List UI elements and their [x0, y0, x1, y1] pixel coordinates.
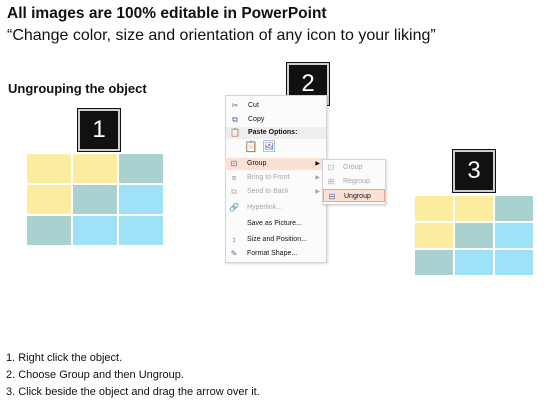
menu-item-label: Cut: [248, 102, 259, 109]
ungroup-icon: ⊟: [328, 192, 336, 201]
submenu-item-group[interactable]: ⊡ Group: [323, 161, 385, 174]
format-shape-icon: ✎: [230, 249, 238, 258]
clipboard-icon: 📋: [230, 128, 240, 137]
grid-cell[interactable]: [72, 215, 118, 246]
menu-item-label: Size and Position...: [247, 236, 307, 243]
paste-keep-formatting-icon[interactable]: 📋: [244, 141, 258, 153]
menu-item-label: Send to Back: [247, 188, 289, 195]
menu-item-send-to-back[interactable]: ⧉ Send to Back ▶: [225, 186, 325, 198]
menu-item-bring-to-front[interactable]: ⧈ Bring to Front ▶: [225, 172, 325, 184]
menu-item-size-and-position[interactable]: ↕ Size and Position...: [225, 234, 325, 246]
step-badge-3: 3: [453, 150, 495, 192]
grid-cell[interactable]: [118, 153, 164, 184]
list-item: 1. Right click the object.: [6, 352, 123, 364]
menu-item-save-as-picture[interactable]: Save as Picture...: [225, 218, 325, 230]
menu-item-label: Hyperlink...: [247, 204, 283, 211]
hyperlink-icon: 🔗: [229, 203, 239, 212]
grid-cell[interactable]: [494, 195, 534, 222]
grid-cell[interactable]: [414, 222, 454, 249]
menu-item-label: Format Shape...: [247, 250, 298, 257]
list-item: 3. Click beside the object and drag the …: [6, 386, 260, 398]
menu-item-hyperlink[interactable]: 🔗 Hyperlink...: [225, 202, 325, 214]
grid-cell[interactable]: [72, 153, 118, 184]
grid-cell[interactable]: [454, 195, 494, 222]
grouped-object-grid[interactable]: [26, 153, 164, 246]
menu-item-label: Paste Options:: [248, 129, 298, 136]
grid-cell[interactable]: [454, 222, 494, 249]
submenu-item-ungroup[interactable]: ⊟ Ungroup: [323, 189, 385, 202]
instruction-steps: 1. Right click the object. 2. Choose Gro…: [6, 350, 260, 401]
scissors-icon: ✂: [231, 101, 239, 110]
menu-item-cut[interactable]: ✂ Cut: [226, 100, 326, 112]
group-icon: ⊡: [327, 163, 335, 172]
grid-cell[interactable]: [494, 249, 534, 276]
ungrouped-object-grid[interactable]: [414, 195, 534, 276]
size-position-icon: ↕: [232, 235, 236, 244]
menu-item-label: Bring to Front: [247, 174, 290, 181]
group-icon: ⊡: [230, 159, 238, 168]
grid-cell[interactable]: [26, 215, 72, 246]
section-title: Ungrouping the object: [8, 81, 147, 96]
grid-cell[interactable]: [72, 184, 118, 215]
page-title: All images are 100% editable in PowerPoi…: [7, 5, 327, 22]
submenu-item-regroup[interactable]: ⊞ Regroup: [323, 175, 385, 188]
submenu-item-label: Group: [343, 164, 363, 171]
step-badge-1: 1: [78, 109, 120, 151]
grid-cell[interactable]: [414, 195, 454, 222]
menu-item-label: Copy: [248, 116, 265, 123]
chevron-right-icon: ▶: [315, 189, 320, 195]
submenu-item-label: Regroup: [343, 178, 370, 185]
grid-cell[interactable]: [494, 222, 534, 249]
menu-header-paste-options: 📋 Paste Options:: [226, 127, 326, 139]
context-menu: ✂ Cut ⧉ Copy 📋 Paste Options:: [225, 95, 327, 263]
paste-picture-icon[interactable]: 🖼: [262, 141, 276, 153]
submenu-item-label: Ungroup: [344, 193, 371, 200]
menu-item-label: Group: [247, 160, 267, 167]
list-item: 2. Choose Group and then Ungroup.: [6, 369, 184, 381]
menu-item-format-shape[interactable]: ✎ Format Shape...: [225, 248, 325, 260]
menu-item-group[interactable]: ⊡ Group ▶: [225, 158, 325, 170]
grid-cell[interactable]: [414, 249, 454, 276]
page-subtitle: “Change color, size and orientation of a…: [7, 27, 436, 44]
chevron-right-icon: ▶: [315, 161, 320, 167]
grid-cell[interactable]: [26, 184, 72, 215]
menu-item-label: Save as Picture...: [247, 220, 302, 227]
bring-to-front-icon: ⧈: [231, 173, 237, 182]
grid-cell[interactable]: [454, 249, 494, 276]
chevron-right-icon: ▶: [315, 175, 320, 181]
grid-cell[interactable]: [118, 184, 164, 215]
group-submenu: ⊡ Group ⊞ Regroup ⊟ Ungroup: [322, 159, 386, 205]
copy-icon: ⧉: [232, 115, 238, 124]
grid-cell[interactable]: [26, 153, 72, 184]
menu-item-copy[interactable]: ⧉ Copy: [226, 114, 326, 126]
grid-cell[interactable]: [118, 215, 164, 246]
regroup-icon: ⊞: [327, 177, 335, 186]
send-to-back-icon: ⧉: [231, 187, 237, 196]
